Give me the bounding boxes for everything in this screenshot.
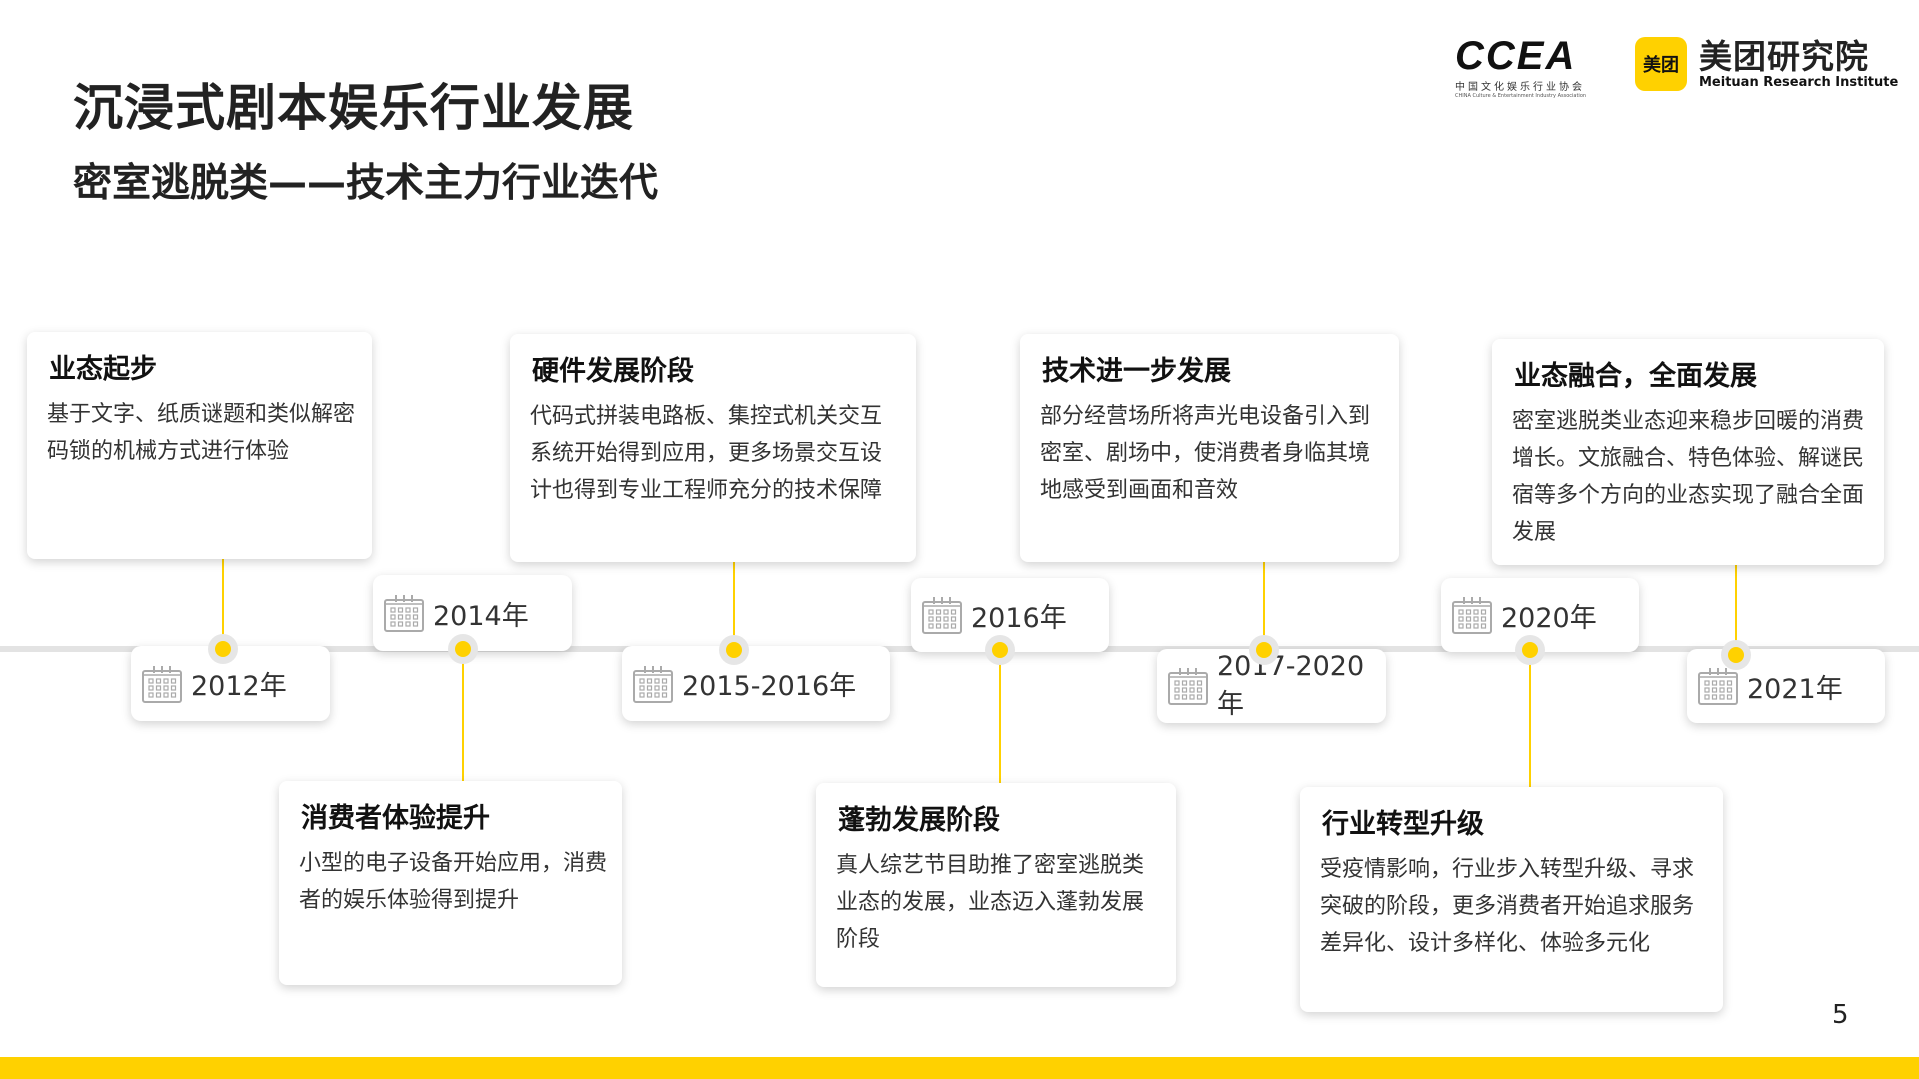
date-chip: 2012年 bbox=[131, 646, 330, 721]
calendar-icon bbox=[383, 593, 425, 633]
ccea-logo-mark: CCEA bbox=[1455, 34, 1577, 78]
connector-line bbox=[733, 562, 735, 649]
date-chip: 2021年 bbox=[1687, 649, 1885, 723]
connector-line bbox=[1263, 562, 1265, 649]
milestone-card: 技术进一步发展部分经营场所将声光电设备引入到密室、剧场中，使消费者身临其境地感受… bbox=[1020, 334, 1399, 562]
date-chip: 2017-2020年 bbox=[1157, 649, 1386, 723]
milestone-card: 硬件发展阶段代码式拼装电路板、集控式机关交互系统开始得到应用，更多场景交互设计也… bbox=[510, 334, 916, 562]
connector-line bbox=[462, 649, 464, 781]
timeline-dot bbox=[1515, 635, 1545, 665]
timeline-dot bbox=[448, 634, 478, 664]
calendar-icon bbox=[921, 595, 963, 635]
page-title: 沉浸式剧本娱乐行业发展 bbox=[73, 79, 634, 137]
card-text: 受疫情影响，行业步入转型升级、寻求突破的阶段，更多消费者开始追求服务差异化、设计… bbox=[1320, 857, 1695, 956]
date-label: 2016年 bbox=[971, 602, 1067, 634]
date-label: 2017-2020年 bbox=[1217, 651, 1365, 720]
card-text: 代码式拼装电路板、集控式机关交互系统开始得到应用，更多场景交互设计也得到专业工程… bbox=[530, 404, 883, 503]
card-text: 部分经营场所将声光电设备引入到密室、剧场中，使消费者身临其境地感受到画面和音效 bbox=[1040, 404, 1371, 503]
connector-line bbox=[1735, 565, 1737, 655]
timeline-dot bbox=[719, 635, 749, 665]
calendar-icon bbox=[632, 664, 674, 704]
page-subtitle: 密室逃脱类——技术主力行业迭代 bbox=[73, 161, 659, 206]
date-label: 2020年 bbox=[1501, 602, 1597, 634]
card-text: 密室逃脱类业态迎来稳步回暖的消费增长。文旅融合、特色体验、解谜民宿等多个方向的业… bbox=[1512, 409, 1865, 545]
date-label: 2014年 bbox=[433, 600, 529, 632]
date-label: 2021年 bbox=[1747, 673, 1843, 705]
connector-line bbox=[1529, 649, 1531, 787]
meituan-badge: 美团 bbox=[1635, 37, 1687, 91]
milestone-card: 行业转型升级受疫情影响，行业步入转型升级、寻求突破的阶段，更多消费者开始追求服务… bbox=[1300, 787, 1723, 1012]
card-title: 蓬勃发展阶段 bbox=[838, 805, 1000, 836]
card-text: 真人综艺节目助推了密室逃脱类业态的发展，业态迈入蓬勃发展阶段 bbox=[836, 853, 1145, 952]
calendar-icon bbox=[1167, 666, 1209, 706]
card-title: 技术进一步发展 bbox=[1042, 356, 1231, 387]
calendar-icon bbox=[1451, 595, 1493, 635]
timeline-dot bbox=[985, 635, 1015, 665]
connector-line bbox=[999, 649, 1001, 783]
calendar-icon bbox=[1697, 666, 1739, 706]
card-title: 业态起步 bbox=[49, 354, 157, 385]
ccea-logo: CCEA 中国文化娱乐行业协会 CHINA Culture & Entertai… bbox=[1455, 36, 1590, 99]
ccea-logo-cn: 中国文化娱乐行业协会 bbox=[1455, 82, 1585, 93]
card-title: 硬件发展阶段 bbox=[532, 356, 694, 387]
milestone-card: 消费者体验提升小型的电子设备开始应用，消费者的娱乐体验得到提升 bbox=[279, 781, 622, 985]
connector-line bbox=[222, 559, 224, 649]
date-label: 2015-2016年 bbox=[682, 671, 857, 702]
timeline-dot bbox=[1249, 635, 1279, 665]
card-title: 消费者体验提升 bbox=[301, 803, 490, 834]
ccea-logo-en: CHINA Culture & Entertainment Industry A… bbox=[1455, 93, 1587, 99]
card-text: 基于文字、纸质谜题和类似解密码锁的机械方式进行体验 bbox=[47, 402, 356, 464]
meituan-logo-en: Meituan Research Institute bbox=[1699, 74, 1899, 90]
page-number: 5 bbox=[1832, 1000, 1849, 1030]
meituan-logo: 美团 美团研究院 Meituan Research Institute bbox=[1635, 37, 1898, 91]
timeline-dot bbox=[208, 634, 238, 664]
card-title: 业态融合，全面发展 bbox=[1514, 361, 1757, 392]
meituan-logo-cn: 美团研究院 bbox=[1699, 36, 1869, 76]
date-label: 2012年 bbox=[191, 671, 287, 702]
calendar-icon bbox=[141, 664, 183, 704]
milestone-card: 业态融合，全面发展密室逃脱类业态迎来稳步回暖的消费增长。文旅融合、特色体验、解谜… bbox=[1492, 339, 1884, 565]
milestone-card: 蓬勃发展阶段真人综艺节目助推了密室逃脱类业态的发展，业态迈入蓬勃发展阶段 bbox=[816, 783, 1176, 987]
card-text: 小型的电子设备开始应用，消费者的娱乐体验得到提升 bbox=[299, 851, 608, 913]
bottom-accent-bar bbox=[0, 1057, 1919, 1079]
card-title: 行业转型升级 bbox=[1322, 809, 1484, 840]
date-chip: 2015-2016年 bbox=[622, 646, 890, 721]
milestone-card: 业态起步基于文字、纸质谜题和类似解密码锁的机械方式进行体验 bbox=[27, 332, 372, 559]
timeline-dot bbox=[1721, 640, 1751, 670]
